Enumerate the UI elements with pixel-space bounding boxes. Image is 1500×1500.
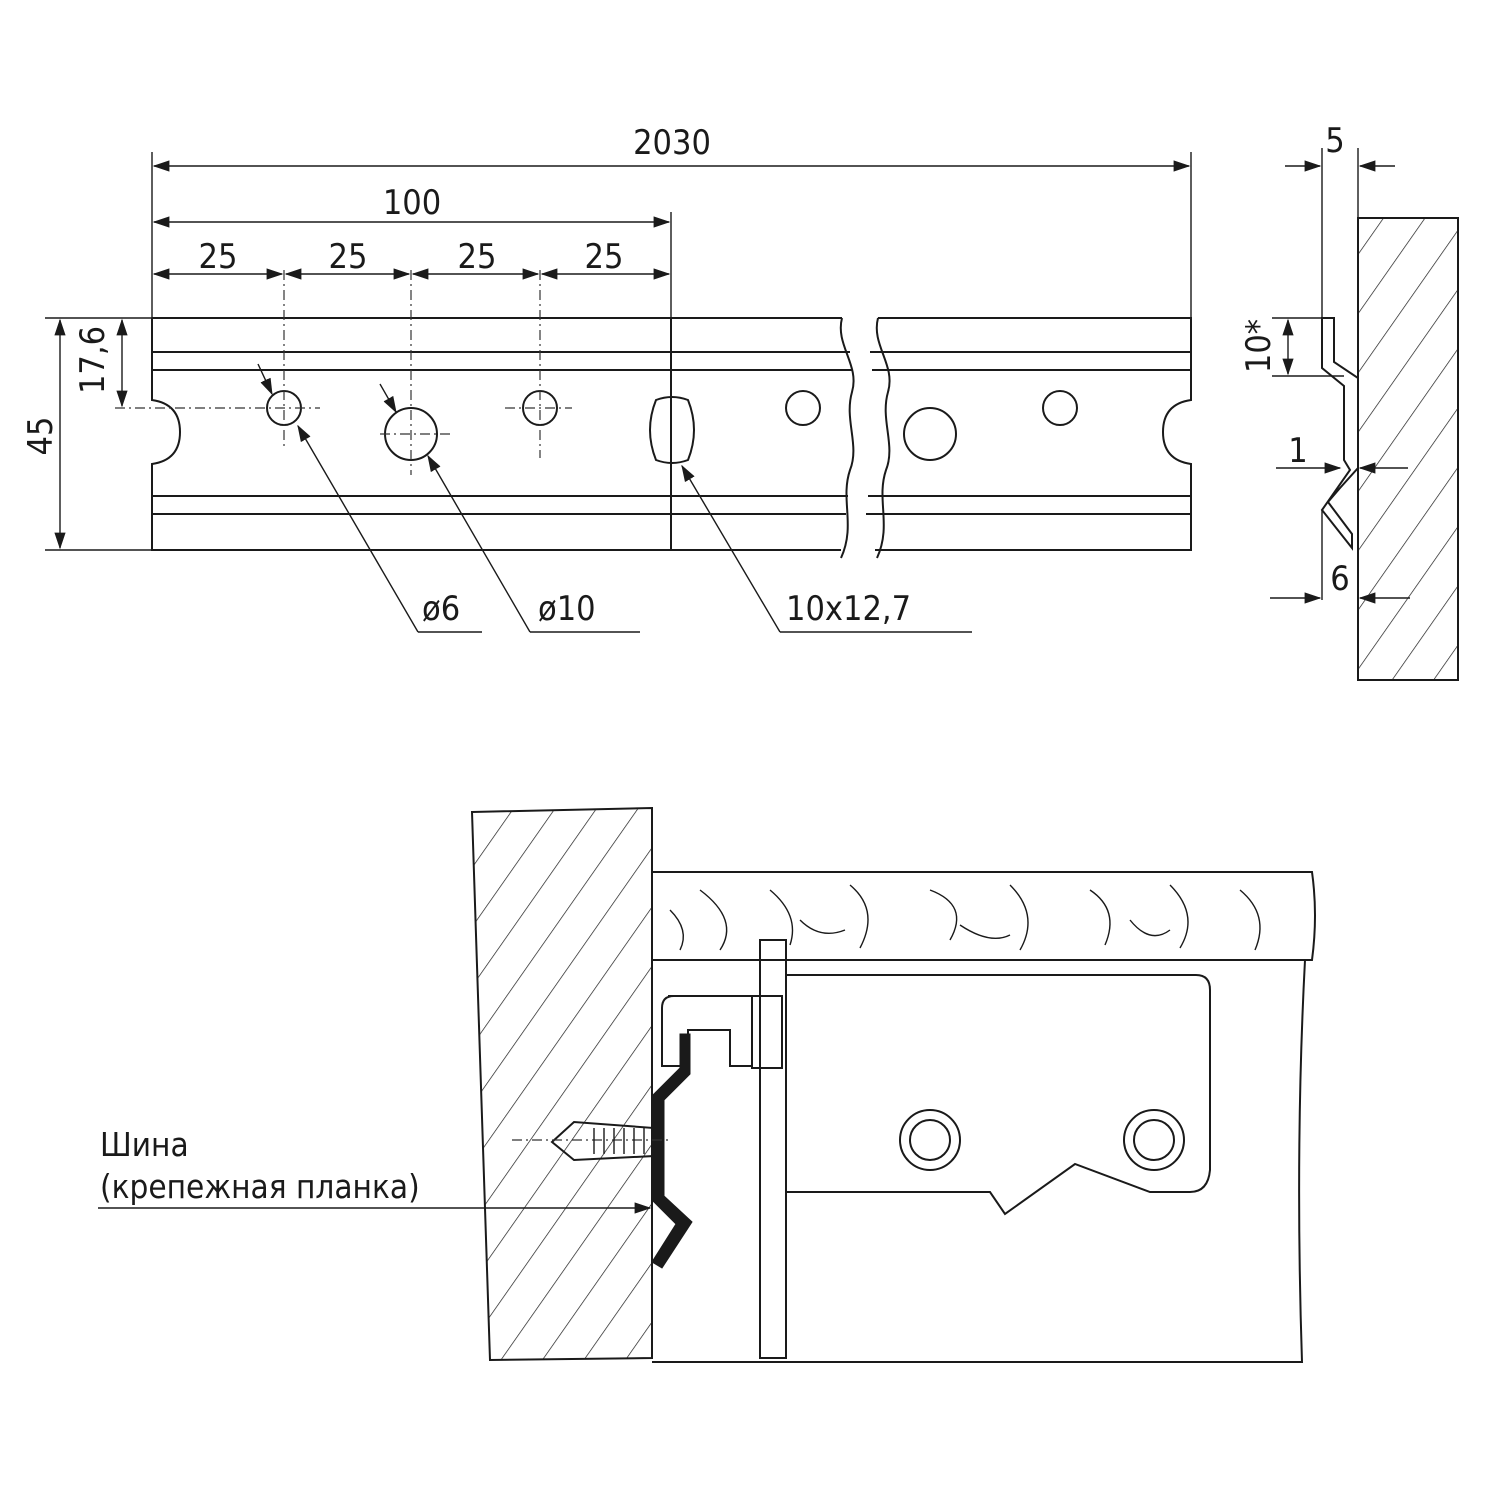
cabinet-panel: [759, 939, 787, 1359]
hanger-bracket: [661, 995, 753, 1067]
dim-offset-bottom: 6: [1330, 559, 1349, 599]
dim-height-to-hole: 17,6: [73, 326, 113, 394]
dim-height-total: 45: [21, 417, 61, 456]
wall-plug-screw: [512, 1120, 672, 1162]
cabinet-side: [652, 959, 1306, 1363]
installation-view: Шина (крепежная планка): [98, 806, 1316, 1363]
dim-total-length: 2030: [633, 123, 711, 163]
rail-front-view: [115, 270, 1192, 559]
slot-hole: [649, 396, 695, 464]
dim-thickness: 1: [1288, 431, 1307, 471]
dim-step-4: 25: [585, 237, 624, 277]
plate-rivet-1: [899, 1109, 961, 1171]
dim-step-3: 25: [458, 237, 497, 277]
dim-offset-top: 5: [1325, 121, 1344, 161]
dim-depth-top: 10*: [1239, 319, 1279, 373]
rail-profile: [1320, 317, 1359, 551]
installation-rail: [651, 1033, 693, 1269]
hole-large-2: [903, 407, 957, 461]
rail-profile-view: 5 10* 1 6: [1239, 121, 1459, 681]
dim-pitch-100: 100: [383, 183, 441, 223]
plate-rivet-2: [1123, 1109, 1185, 1171]
hanger-plate: [786, 974, 1211, 1216]
callout-slot: 10x12,7: [786, 589, 911, 629]
callout-hole-small: ø6: [422, 589, 460, 629]
rail-label-line1: Шина: [100, 1125, 189, 1164]
hole-small-3: [785, 390, 821, 426]
countertop-texture: [669, 884, 1261, 951]
callout-hole-large: ø10: [538, 589, 596, 629]
rail-dimensions: 2030 100 25 25 25 25 45 17,6 ø6 ø10 10x1…: [21, 123, 1192, 633]
wall-section: [1357, 217, 1459, 681]
countertop: [651, 871, 1316, 961]
installation-wall: [470, 806, 653, 1362]
rail-label-line2: (крепежная планка): [100, 1167, 420, 1206]
hole-small-4: [1042, 390, 1078, 426]
dim-step-1: 25: [199, 237, 238, 277]
dim-step-2: 25: [329, 237, 368, 277]
